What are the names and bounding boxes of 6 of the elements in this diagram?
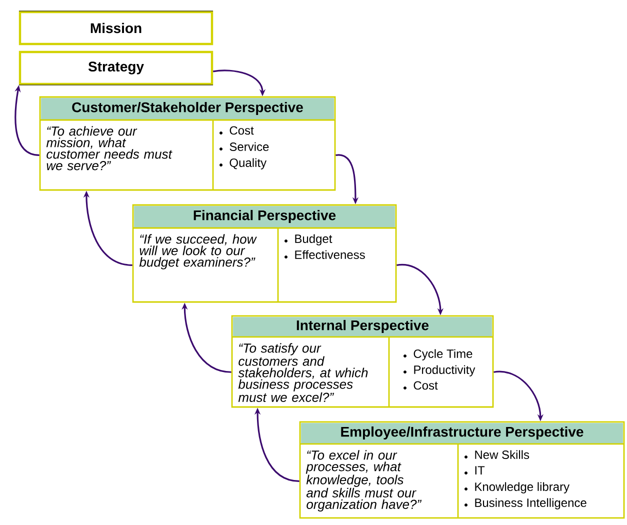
perspective-box: Internal Perspective “To satisfy our customers and stakeholders, at which business processes must we excel?” Cycle Time Productivity Cost	[231, 315, 494, 408]
label-box: Mission	[18, 10, 214, 46]
perspective-box: Financial Perspective “If we succeed, how will we look to our budget examiners?” Budget Effectiveness	[132, 204, 397, 303]
perspective-box: Employee/Infrastructure Perspective “To excel in our processes, what knowledge, tools and skills must our organization have?” New Skills IT Knowledge library Business Intelligence	[299, 421, 625, 519]
label-box: Strategy	[18, 50, 214, 86]
perspective-box: Customer/Stakeholder Perspective “To achieve our mission, what customer needs must we serve?” Cost Service Quality	[39, 96, 336, 191]
